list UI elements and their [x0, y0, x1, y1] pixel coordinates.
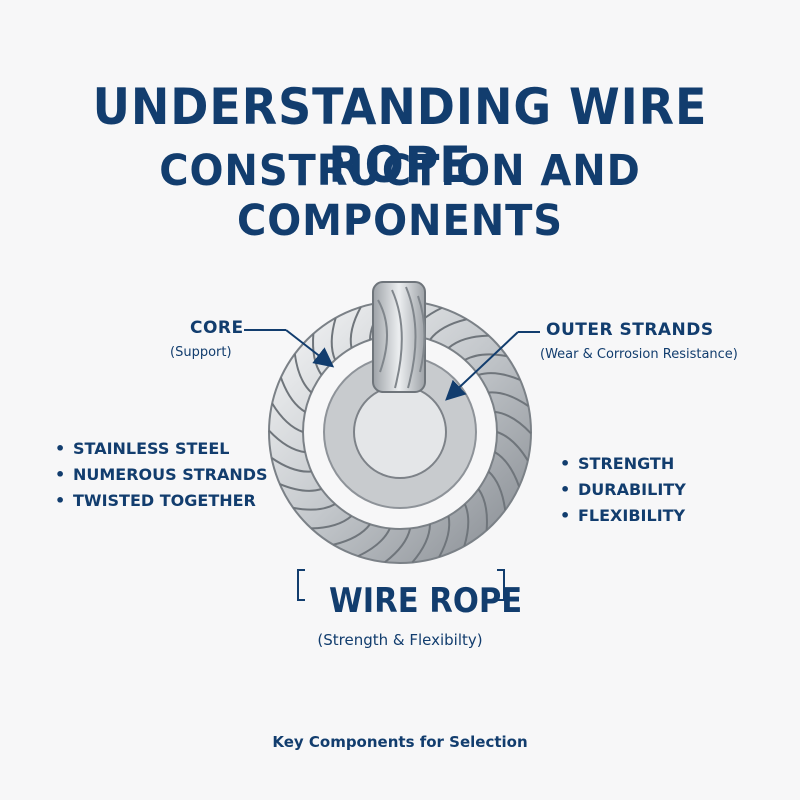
- right-feature-list: STRENGTH DURABILITY FLEXIBILITY: [560, 451, 686, 529]
- core-label: CORE: [190, 318, 244, 338]
- strand-twist-line: [478, 372, 521, 381]
- strand-twist-line: [477, 488, 488, 531]
- strand-twist-line: [494, 451, 521, 487]
- outer-strands-label: OUTER STRANDS: [546, 320, 714, 340]
- wire-rope-subtitle: (Strength & Flexibilty): [317, 631, 483, 649]
- rope-stem: [372, 281, 426, 393]
- core-sub: (Support): [170, 345, 232, 360]
- strand-twist-line: [494, 410, 532, 435]
- strand-twist-line: [438, 515, 451, 558]
- left-list-item: TWISTED TOGETHER: [55, 488, 268, 514]
- outer-strands-sub: (Wear & Corrosion Resistance): [540, 347, 738, 362]
- strand-twist-line: [487, 470, 507, 511]
- strand-twist-line: [429, 318, 467, 341]
- strand-twist-line: [333, 523, 371, 546]
- strand-twist-line: [496, 431, 529, 462]
- left-feature-list: STAINLESS STEEL NUMEROUS STRANDS TWISTED…: [55, 436, 268, 514]
- strand-twist-line: [464, 353, 507, 361]
- right-list-item: FLEXIBILITY: [560, 503, 686, 529]
- right-list-item: STRENGTH: [560, 451, 686, 477]
- strand-twist-line: [311, 515, 353, 530]
- strand-twist-line: [463, 503, 470, 547]
- wire-rope-title: WIRE ROPE: [329, 581, 523, 621]
- strand-twist-line: [293, 353, 313, 394]
- left-list-item: NUMEROUS STRANDS: [55, 462, 268, 488]
- strand-twist-line: [349, 306, 362, 349]
- left-bracket: [297, 569, 305, 601]
- strand-twist-line: [268, 429, 306, 454]
- right-list-item: DURABILITY: [560, 477, 686, 503]
- strand-twist-line: [357, 528, 391, 558]
- strand-twist-line: [384, 528, 412, 563]
- left-list-item: STAINLESS STEEL: [55, 436, 268, 462]
- strand-twist-line: [293, 503, 336, 511]
- title-line-2: CONSTRUCTION AND COMPONENTS: [159, 146, 641, 246]
- outer-strands-arrow: [445, 331, 540, 401]
- strand-twist-line: [279, 483, 322, 492]
- strand-twist-line: [488, 391, 529, 407]
- core-disc: [353, 385, 447, 479]
- core-arrow: [244, 329, 335, 368]
- right-bracket: [497, 569, 505, 601]
- strand-twist-line: [271, 457, 312, 473]
- strand-twist-line: [447, 334, 489, 349]
- footer-text: Key Components for Selection: [272, 733, 528, 751]
- title-line-1: UNDERSTANDING WIRE ROPE: [92, 78, 708, 194]
- strand-twist-line: [279, 377, 306, 413]
- strand-twist-line: [271, 402, 304, 433]
- strand-twist-line: [411, 524, 431, 564]
